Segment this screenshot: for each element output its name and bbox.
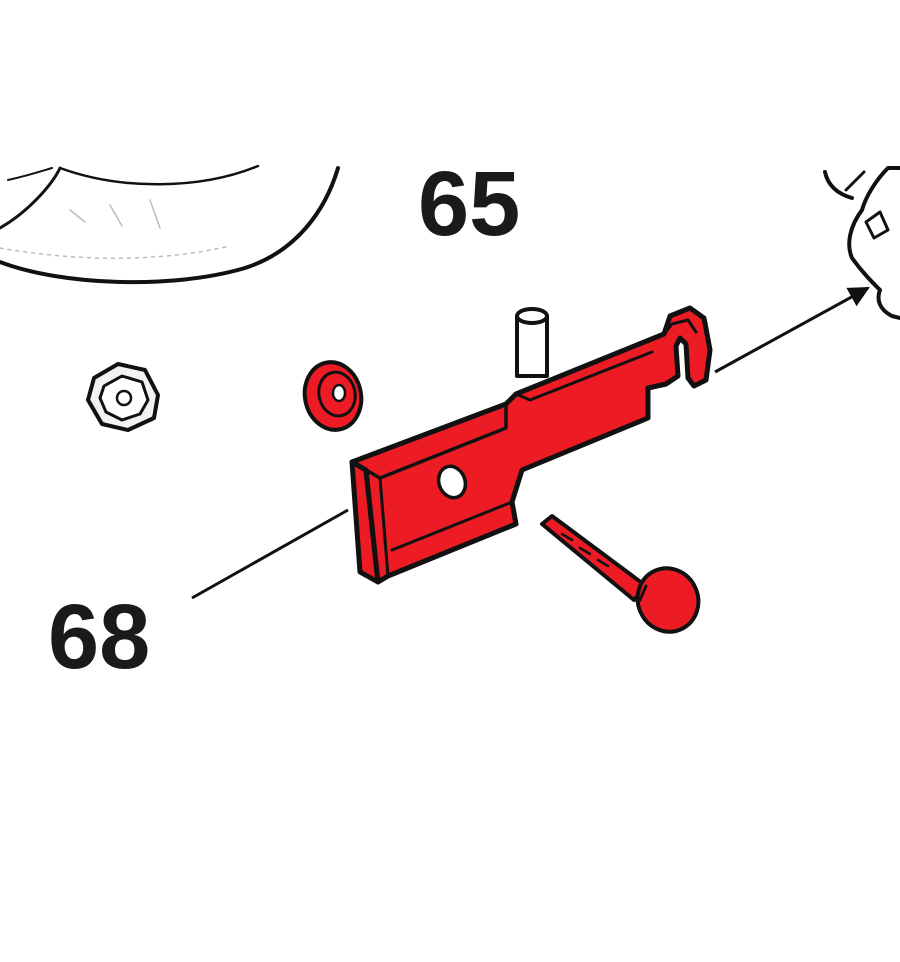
leader-line-68	[191, 508, 349, 600]
hex-nut	[86, 362, 160, 432]
carriage-bolt	[540, 514, 701, 634]
bracket	[349, 305, 713, 585]
callout-label-68: 68	[48, 586, 150, 688]
callout-label-65: 65	[418, 153, 520, 255]
washer	[302, 360, 364, 432]
pin	[515, 307, 549, 378]
mount-fragment	[823, 166, 900, 320]
direction-arrow	[714, 286, 870, 374]
housing-arc	[0, 164, 340, 285]
